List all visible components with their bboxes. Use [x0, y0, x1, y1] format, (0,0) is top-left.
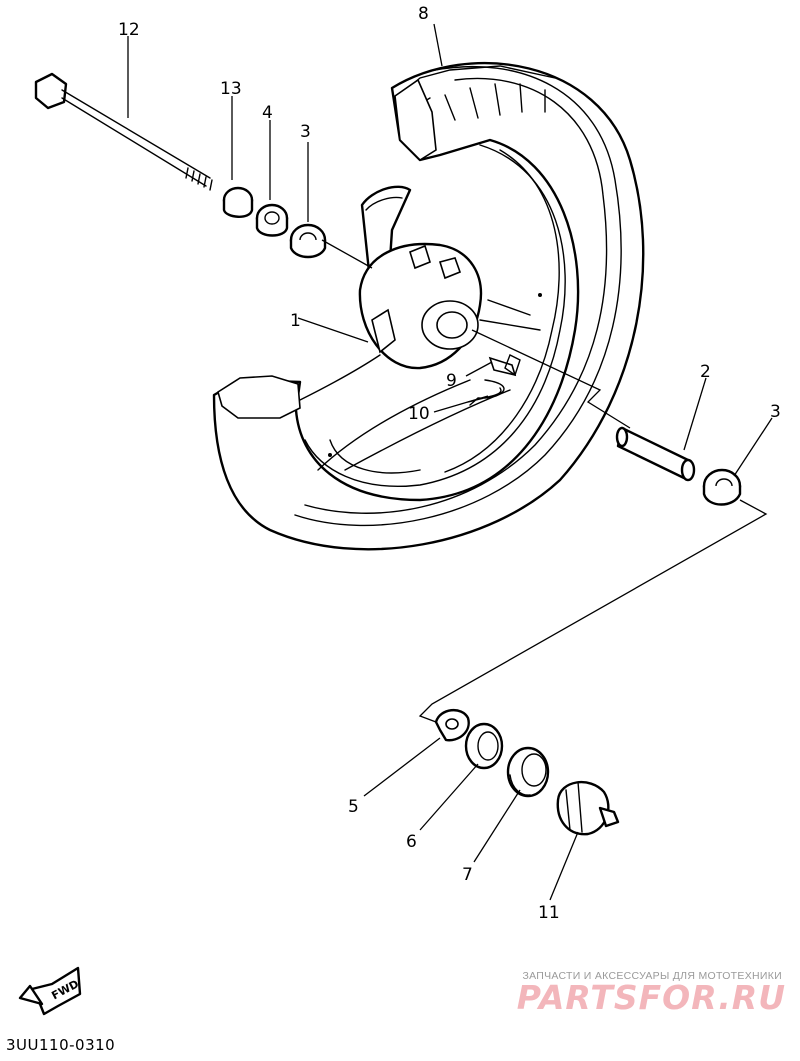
- callout-7: 7: [462, 865, 473, 885]
- meter-gear-unit-11: [556, 780, 620, 836]
- callout-4: 4: [262, 103, 273, 123]
- callout-3-lower: 3: [770, 402, 781, 422]
- callout-13: 13: [220, 79, 242, 99]
- callout-6: 6: [406, 832, 417, 852]
- callout-8: 8: [418, 4, 429, 24]
- callout-5: 5: [348, 797, 359, 817]
- watermark-tagline: ЗАПЧАСТИ И АКСЕССУАРЫ ДЛЯ МОТОТЕХНИКИ: [522, 970, 782, 982]
- leader-lines: [127, 23, 773, 901]
- callout-10: 10: [408, 404, 430, 424]
- bearing-3-upper: [289, 223, 327, 259]
- callout-1: 1: [290, 311, 301, 331]
- circlip-5: [434, 709, 470, 742]
- wheel-hub: [299, 185, 541, 471]
- collar-13: [222, 186, 254, 218]
- axle-bolt: [34, 72, 213, 191]
- fwd-arrow-icon: FWD: [18, 966, 82, 1016]
- spacer-2: [615, 426, 696, 482]
- diagram-code: 3UU110-0310: [6, 1036, 116, 1054]
- bearing-3-lower: [702, 468, 742, 506]
- watermark-logo: PARTSFOR.RU: [516, 978, 786, 1017]
- callout-11: 11: [538, 903, 560, 923]
- callout-3-upper: 3: [300, 122, 311, 142]
- oil-seal-6: [464, 722, 504, 770]
- bearing-7: [506, 746, 550, 798]
- callout-9: 9: [446, 371, 457, 391]
- valve-and-rim-band: [467, 354, 521, 406]
- callout-2: 2: [700, 362, 711, 382]
- tire-rim: [212, 62, 645, 551]
- callout-12: 12: [118, 20, 140, 40]
- callout-labels: 1 2 3 3 4 5 6 7 8 9 10 11 12 13: [118, 4, 781, 923]
- oil-seal-4: [255, 203, 289, 237]
